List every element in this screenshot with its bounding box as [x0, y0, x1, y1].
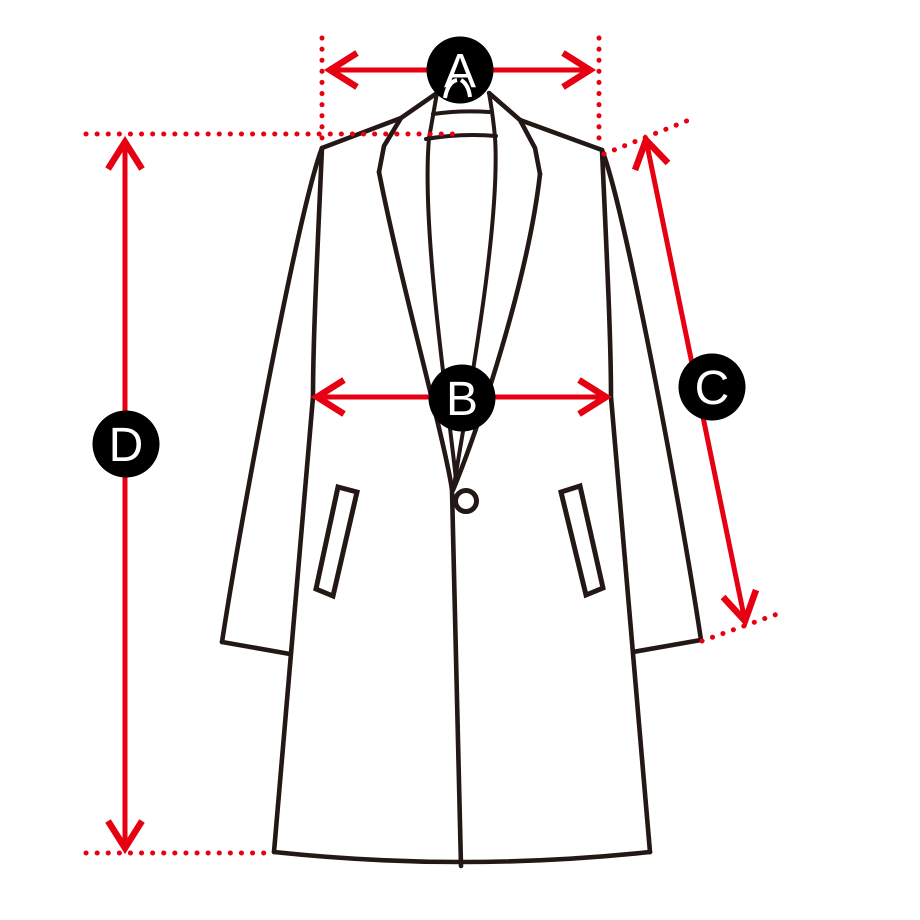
arrow-d-head-top — [105, 135, 145, 171]
measurement-badge-d — [92, 410, 160, 478]
measurement-badges: A B C D — [92, 36, 746, 478]
hanger-hook-highlight-right — [459, 78, 472, 98]
measurement-label-b: B — [446, 373, 478, 426]
extension-line-c-bottom — [699, 609, 786, 644]
arrow-b-head-right — [577, 377, 613, 417]
coat-left-lapel-roll-line — [425, 136, 458, 482]
arrow-c-head-bottom — [720, 588, 760, 628]
coat-left-side-seam — [271, 145, 325, 855]
coat-left-collar-leaf — [376, 115, 404, 175]
measurement-badge-b — [428, 364, 496, 432]
coat-left-lapel-edge — [376, 169, 455, 493]
coat-front-edge — [449, 487, 464, 869]
coat-left-cuff — [219, 639, 293, 657]
hanger-hook-highlight-left — [443, 78, 458, 99]
arrow-a-head-right — [561, 50, 597, 90]
coat-left-shoulder-collar-edge — [319, 90, 440, 151]
measurement-badge-a — [426, 36, 494, 104]
coat-illustration — [219, 90, 704, 869]
arrow-d-head-bottom — [105, 819, 145, 855]
arrow-a-head-left — [323, 50, 359, 90]
welt-pocket-left — [313, 483, 360, 600]
coat-right-side-seam — [599, 147, 653, 855]
measurement-label-c: C — [695, 362, 730, 415]
measurement-label-d: D — [109, 419, 144, 472]
coat-right-lapel-roll-line — [452, 135, 498, 488]
coat-collar-band-bottom — [424, 133, 498, 141]
measurement-d — [83, 131, 465, 856]
coat-button — [453, 488, 479, 514]
coat-left-sleeve-outer-edge — [219, 145, 325, 645]
coat-right-cuff — [630, 637, 704, 655]
coat-right-lapel-edge — [450, 171, 543, 493]
coat-right-sleeve-outer-edge — [599, 147, 704, 643]
coat-right-collar-leaf — [517, 117, 543, 177]
coat-right-shoulder-collar-edge — [486, 90, 605, 153]
arrow-c-head-top — [631, 133, 671, 172]
coat-collar-band-top — [431, 109, 491, 116]
arrow-b-head-left — [310, 377, 346, 417]
measurement-badge-c — [678, 353, 746, 421]
welt-pocket-right — [558, 482, 606, 599]
